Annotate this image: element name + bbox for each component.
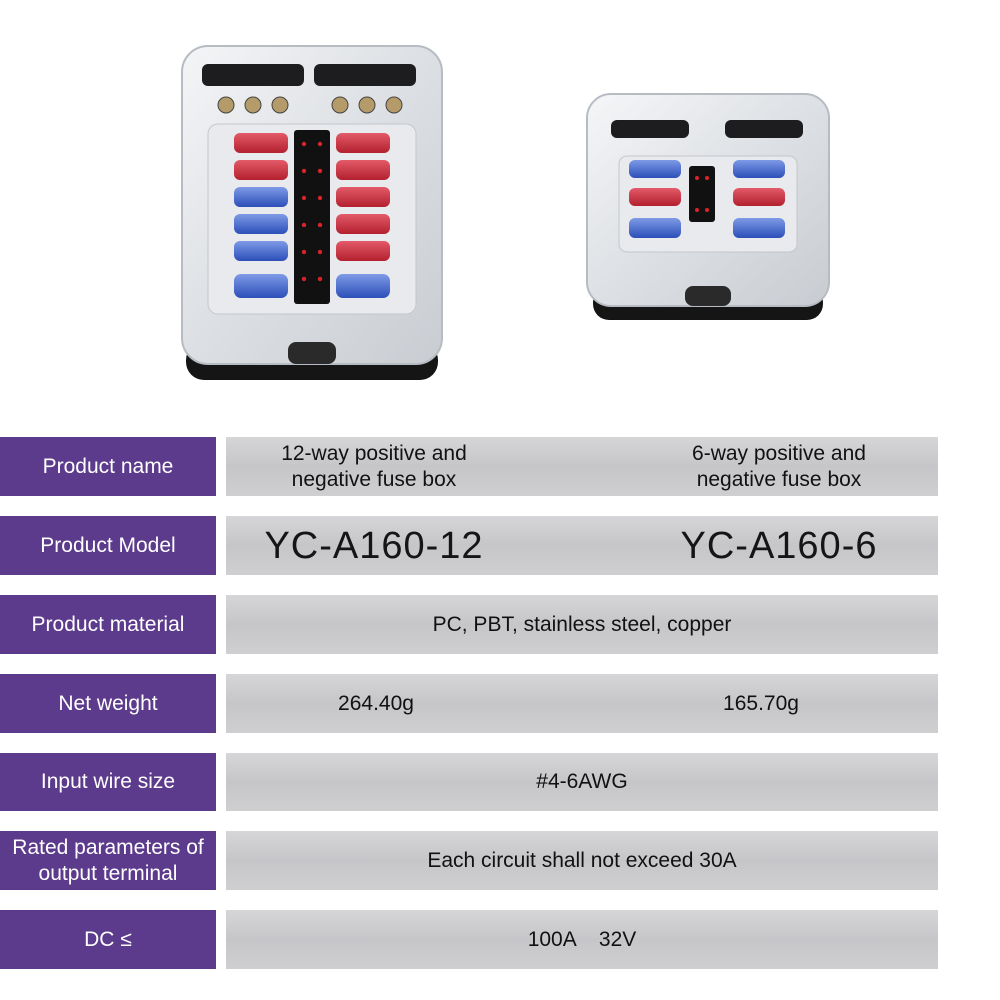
row-product-name: Product name 12-way positive and negativ…	[0, 437, 1000, 496]
row-product-model: Product Model YC-A160-12 YC-A160-6	[0, 516, 1000, 575]
row-dc: DC ≤ 100A 32V	[0, 910, 1000, 969]
label-input-wire-size: Input wire size	[0, 753, 216, 811]
product-name-6: 6-way positive and negative fuse box	[692, 441, 866, 491]
row-net-weight: Net weight 264.40g 165.70g	[0, 674, 1000, 733]
material-value: PC, PBT, stainless steel, copper	[432, 612, 732, 636]
label-product-model: Product Model	[0, 516, 216, 575]
model-6: YC-A160-6	[680, 524, 878, 567]
product-name-12: 12-way positive and negative fuse box	[281, 441, 467, 491]
value-product-name: 12-way positive and negative fuse box 6-…	[226, 437, 938, 496]
label-product-name: Product name	[0, 437, 216, 496]
model-12: YC-A160-12	[264, 524, 484, 567]
value-dc: 100A 32V	[226, 910, 938, 969]
value-net-weight: 264.40g 165.70g	[226, 674, 938, 733]
label-dc: DC ≤	[0, 910, 216, 969]
wire-size-value: #4-6AWG	[536, 770, 628, 793]
row-product-material: Product material PC, PBT, stainless stee…	[0, 595, 1000, 654]
fuse-box-6-icon	[586, 93, 830, 320]
row-rated-parameters: Rated parameters of output terminal Each…	[0, 831, 1000, 890]
rated-parameters-value: Each circuit shall not exceed 30A	[427, 848, 737, 872]
value-product-model: YC-A160-12 YC-A160-6	[226, 516, 938, 575]
value-rated-parameters: Each circuit shall not exceed 30A	[226, 831, 938, 890]
label-rated-parameters: Rated parameters of output terminal	[0, 831, 216, 890]
value-product-material: PC, PBT, stainless steel, copper	[226, 595, 938, 654]
label-product-material: Product material	[0, 595, 216, 654]
dc-value: 100A 32V	[527, 927, 637, 951]
weight-12: 264.40g	[338, 691, 414, 715]
fuse-box-12-icon	[181, 45, 443, 380]
value-input-wire-size: #4-6AWG	[226, 753, 938, 811]
row-input-wire-size: Input wire size #4-6AWG	[0, 753, 1000, 811]
weight-6: 165.70g	[723, 691, 799, 715]
label-net-weight: Net weight	[0, 674, 216, 733]
